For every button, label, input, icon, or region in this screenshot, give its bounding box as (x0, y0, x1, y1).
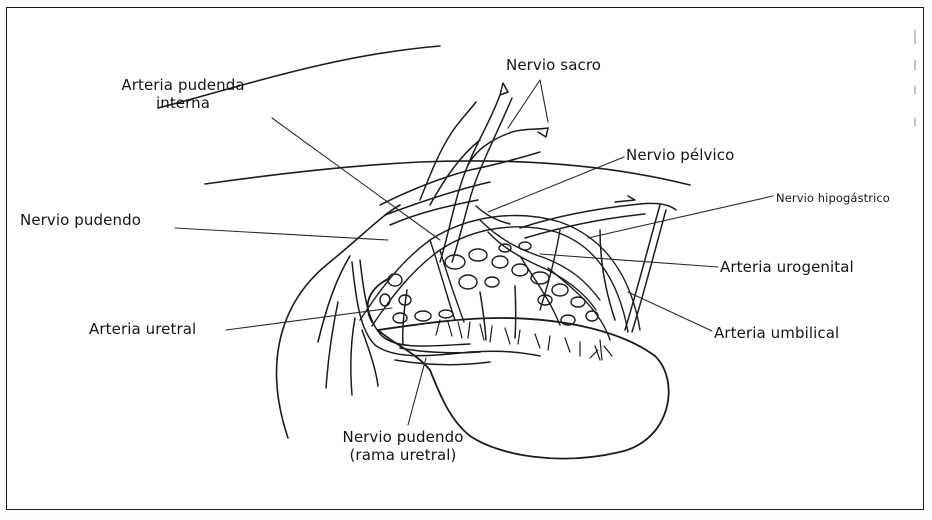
label-nervio-sacro: Nervio sacro (506, 56, 601, 74)
label-arteria-pudenda-interna-line1: Arteria pudenda (98, 76, 268, 94)
label-nervio-pudendo-rama-uretral: Nervio pudendo (rama uretral) (318, 428, 488, 464)
label-arteria-umbilical: Arteria umbilical (714, 324, 839, 342)
label-nervio-pudendo: Nervio pudendo (20, 211, 141, 229)
label-nervio-pudendo-rama-line1: Nervio pudendo (318, 428, 488, 446)
label-nervio-pelvico: Nervio pélvico (626, 146, 734, 164)
label-nervio-pudendo-rama-line2: (rama uretral) (318, 446, 488, 464)
label-arteria-urogenital: Arteria urogenital (720, 258, 854, 276)
label-arteria-pudenda-interna: Arteria pudenda interna (98, 76, 268, 112)
label-nervio-hipogastrico: Nervio hipogástrico (776, 189, 890, 207)
label-arteria-uretral: Arteria uretral (89, 320, 196, 338)
pelvic-plexus (360, 216, 640, 340)
pudendal-nerve (326, 260, 540, 395)
leader-lines (175, 80, 773, 425)
label-arteria-pudenda-interna-line2: interna (98, 94, 268, 112)
sacral-nerve-roots (380, 83, 548, 262)
right-vessels (520, 196, 676, 332)
